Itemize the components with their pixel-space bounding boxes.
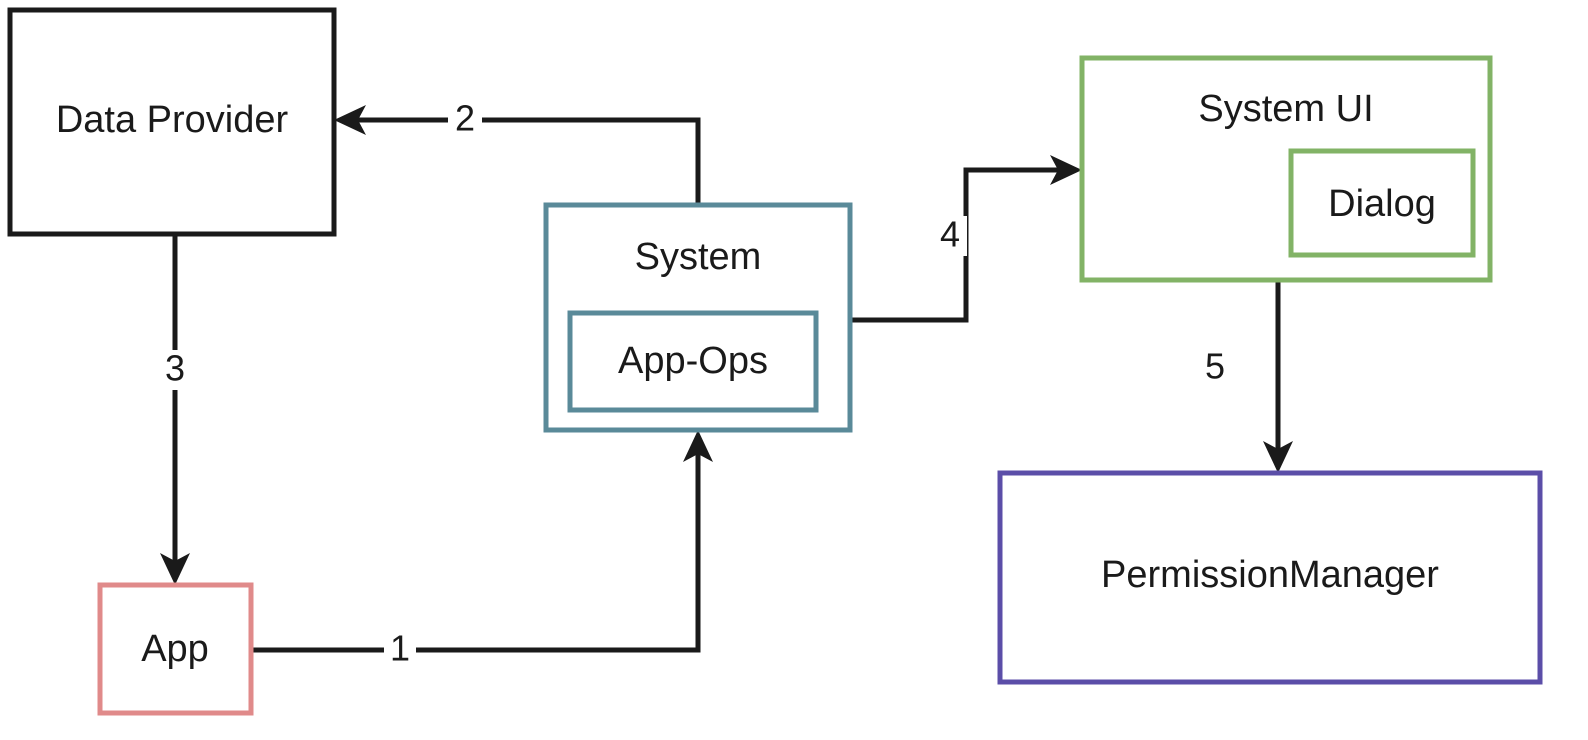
edge-2-arrowhead-left [334,105,366,135]
edge-3-label-backdrop [159,350,192,390]
edge-2-system-to-data-provider[interactable]: 2 [334,98,701,205]
permission-manager-label: PermissionManager [1101,554,1439,596]
app-ops-label: App-Ops [618,340,768,382]
edge-2-label-backdrop [448,100,482,140]
edge-1-app-to-system[interactable]: 1 [251,430,713,670]
edge-4-label: 4 [940,214,960,255]
permission-manager-box[interactable] [997,470,1543,685]
edge-2-label: 2 [455,98,475,139]
dialog-box[interactable] [1288,148,1476,258]
dialog-label: Dialog [1328,183,1436,225]
edge-1-arrowhead-up [683,430,713,462]
edge-5-arrowhead-down [1263,441,1293,473]
edge-1-line [251,445,701,653]
edge-5-label: 5 [1205,346,1225,387]
app-box[interactable] [97,582,254,716]
node-permission-manager[interactable]: PermissionManager [997,470,1543,685]
edge-3-data-provider-to-app[interactable]: 3 [159,234,192,585]
app-label: App [141,628,209,670]
edges-layer: 1 2 3 4 [159,98,1293,670]
app-ops-box[interactable] [567,310,819,413]
node-data-provider[interactable]: Data Provider [7,7,337,237]
edge-1-label: 1 [390,628,410,669]
nodes-layer: Data Provider App System App-Ops S [7,7,1543,716]
node-dialog[interactable]: Dialog [1288,148,1476,258]
edge-3-arrowhead-down [160,553,190,585]
edge-3-label: 3 [165,348,185,389]
edge-1-label-backdrop [384,630,416,670]
system-ui-label: System UI [1198,88,1373,130]
data-provider-label: Data Provider [56,99,289,141]
node-system-ui[interactable]: System UI Dialog [1079,55,1493,283]
data-provider-box[interactable] [7,7,337,237]
node-system[interactable]: System App-Ops [543,202,853,433]
edge-4-label-backdrop [934,216,967,256]
node-app[interactable]: App [97,582,254,716]
system-label: System [635,236,762,278]
edge-5-system-ui-to-permission-manager[interactable]: 5 [1205,280,1293,473]
edge-4-system-to-system-ui[interactable]: 4 [850,155,1082,323]
edge-2-line [349,117,701,205]
node-app-ops[interactable]: App-Ops [567,310,819,413]
edge-4-arrowhead-right [1050,155,1082,185]
